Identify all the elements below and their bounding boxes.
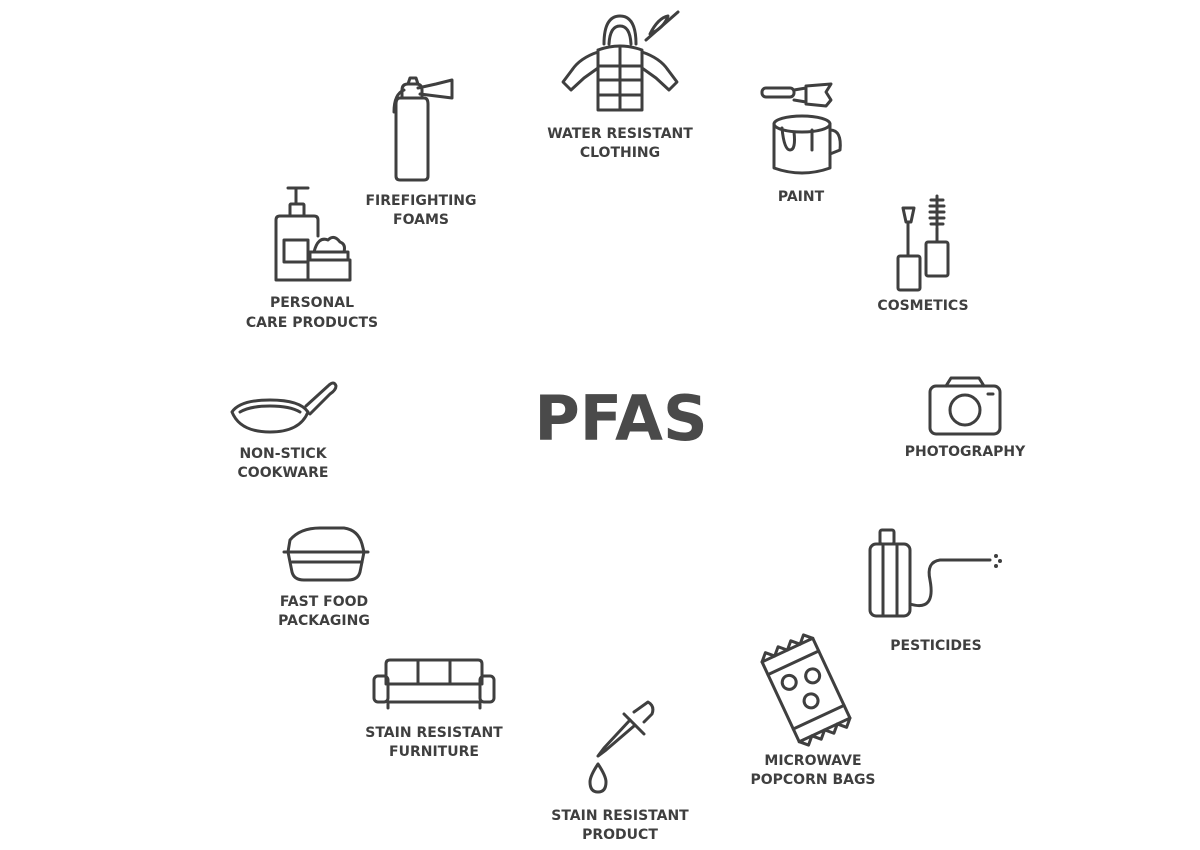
label-line: FAST FOOD xyxy=(280,594,368,610)
lotion-bottle-icon xyxy=(274,186,352,282)
label-line: PRODUCT xyxy=(582,827,658,843)
label-non-stick-cookware: NON-STICK COOKWARE xyxy=(238,446,329,481)
label-line: PACKAGING xyxy=(278,613,370,629)
label-photography: PHOTOGRAPHY xyxy=(905,444,1026,460)
label-line: FIREFIGHTING xyxy=(365,193,476,209)
jacket-icon xyxy=(561,10,680,112)
label-line: NON-STICK xyxy=(239,446,327,462)
label-line: STAIN RESISTANT xyxy=(365,725,503,741)
sprayer-icon xyxy=(868,528,992,618)
label-line: CLOTHING xyxy=(580,145,660,161)
label-cosmetics: COSMETICS xyxy=(877,298,968,314)
label-line: FOAMS xyxy=(393,212,449,228)
label-line: PERSONAL xyxy=(270,295,354,311)
fire-extinguisher-icon xyxy=(392,76,454,182)
frying-pan-icon xyxy=(230,381,338,434)
food-box-icon xyxy=(282,526,370,582)
label-line: PESTICIDES xyxy=(890,638,981,654)
cosmetics-icon xyxy=(896,194,950,292)
label-water-resistant-clothing: WATER RESISTANT CLOTHING xyxy=(547,126,693,161)
paint-can-icon xyxy=(760,82,842,175)
spray-dots-icon xyxy=(994,554,1002,568)
popcorn-bag-icon xyxy=(760,633,852,747)
label-microwave-popcorn-bags: MICROWAVE POPCORN BAGS xyxy=(750,753,875,788)
label-line: COSMETICS xyxy=(877,298,968,314)
label-line: MICROWAVE xyxy=(764,753,861,769)
camera-icon xyxy=(928,376,1002,436)
label-firefighting-foams: FIREFIGHTING FOAMS xyxy=(365,193,476,228)
label-line: POPCORN BAGS xyxy=(750,772,875,788)
label-pesticides: PESTICIDES xyxy=(890,638,981,654)
label-line: PHOTOGRAPHY xyxy=(905,444,1026,460)
label-line: CARE PRODUCTS xyxy=(246,315,378,331)
label-line: COOKWARE xyxy=(238,465,329,481)
label-stain-resistant-product: STAIN RESISTANT PRODUCT xyxy=(551,808,689,843)
sofa-icon xyxy=(372,658,496,710)
label-line: STAIN RESISTANT xyxy=(551,808,689,824)
label-line: WATER RESISTANT xyxy=(547,126,693,142)
label-line: PAINT xyxy=(778,189,825,205)
dropper-icon xyxy=(588,700,655,794)
label-personal-care-products: PERSONAL CARE PRODUCTS xyxy=(246,295,378,331)
label-stain-resistant-furniture: STAIN RESISTANT FURNITURE xyxy=(365,725,503,760)
label-paint: PAINT xyxy=(778,189,825,205)
label-line: FURNITURE xyxy=(389,744,479,760)
label-fast-food-packaging: FAST FOOD PACKAGING xyxy=(278,594,370,629)
center-title: PFAS xyxy=(534,382,707,455)
